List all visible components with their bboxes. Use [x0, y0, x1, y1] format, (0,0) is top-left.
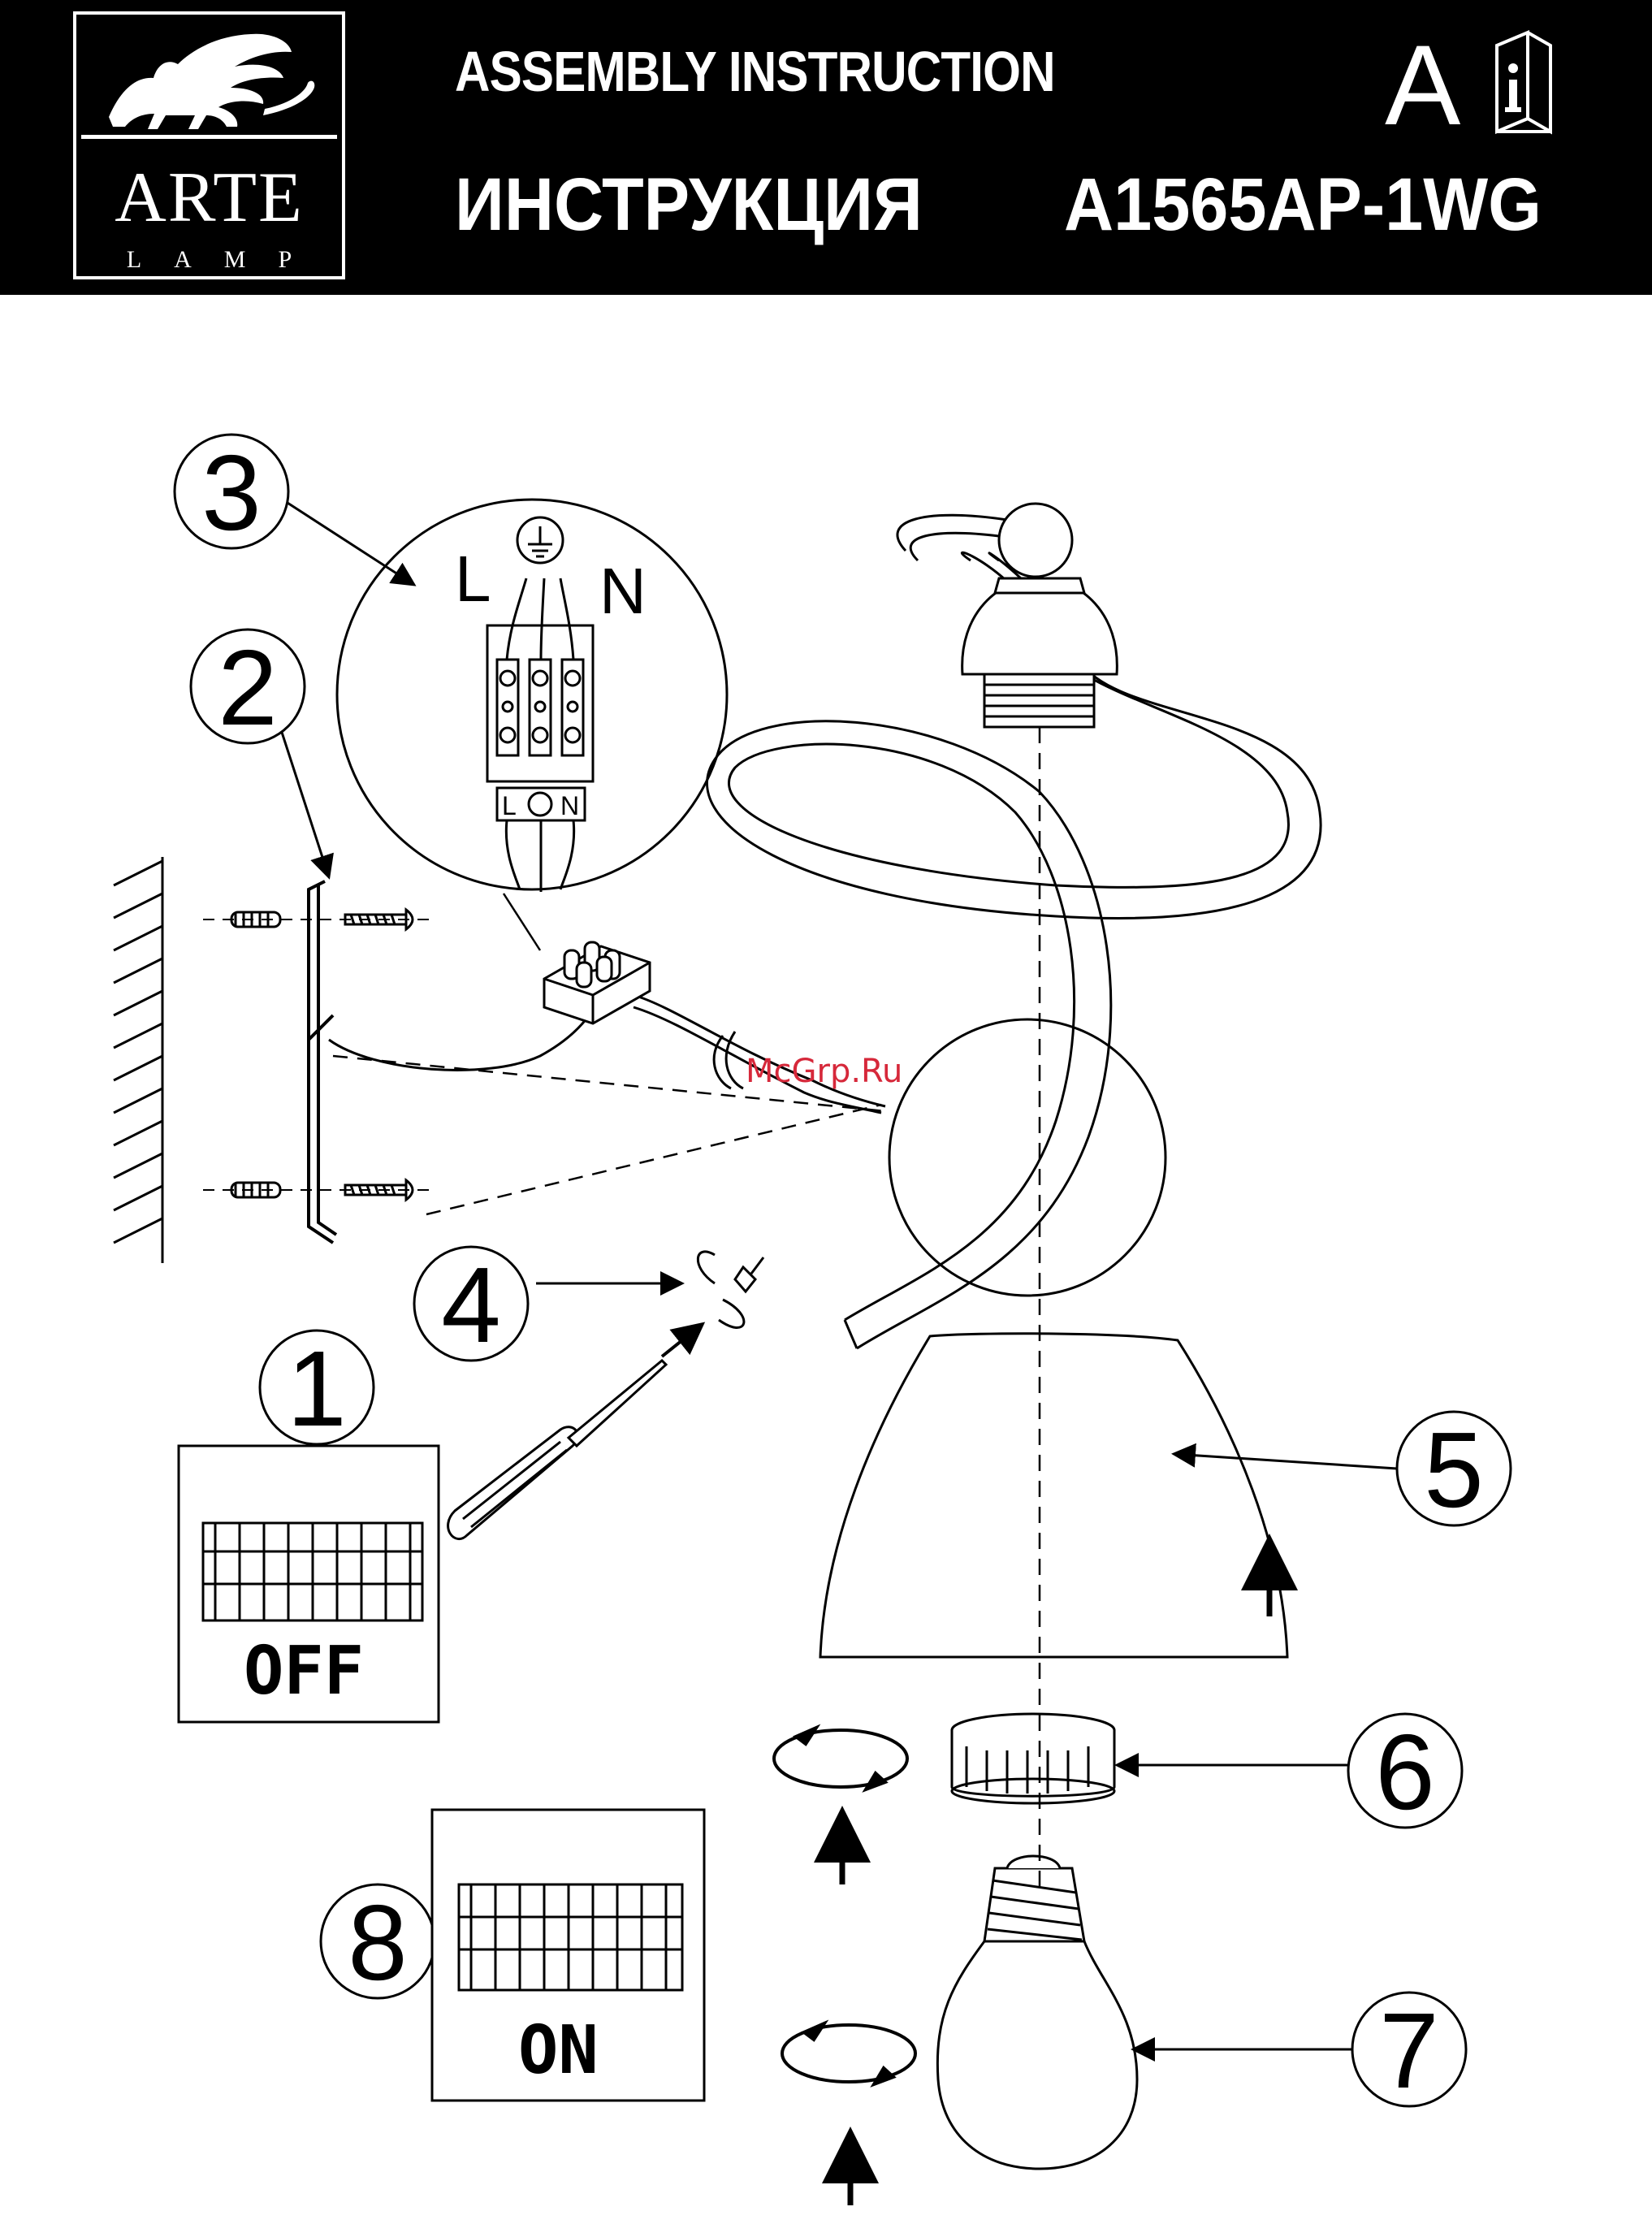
- step-number-5: 5: [1424, 1410, 1483, 1530]
- mounting-bracket: [309, 881, 336, 1243]
- step-number-7: 7: [1379, 1991, 1438, 2110]
- winged-lion-icon: [76, 19, 342, 158]
- step-number-6: 6: [1375, 1712, 1434, 1832]
- step-number-3: 3: [201, 433, 261, 552]
- logo-subbrand: LAMP: [76, 246, 358, 274]
- terminal-label-l: L: [502, 791, 517, 820]
- rotate-arrows: [774, 1728, 915, 2084]
- wall: [114, 857, 162, 1263]
- neutral-label: N: [599, 555, 647, 627]
- model-number: A1565AP-1WG: [1064, 162, 1542, 248]
- title-russian: ИНСТРУКЦИЯ: [455, 162, 923, 248]
- lamp-holder: [962, 504, 1118, 727]
- logo-brand: ARTE: [76, 157, 342, 239]
- dowels-and-screws: [231, 910, 413, 1200]
- arte-lamp-logo: ARTE LAMP: [73, 11, 345, 279]
- light-bulb: [937, 1856, 1137, 2169]
- screwdriver: [448, 1361, 666, 1539]
- step-number-8: 8: [348, 1883, 407, 2002]
- title-english: ASSEMBLY INSTRUCTION: [455, 39, 1055, 104]
- fixing-screw: [698, 1252, 763, 1328]
- watermark: McGrp.Ru: [746, 1053, 902, 1090]
- shade-ring: [952, 1714, 1114, 1803]
- step-number-4: 4: [441, 1245, 500, 1365]
- assembly-diagram: L N L N: [0, 295, 1652, 2224]
- step-number-1: 1: [287, 1329, 346, 1448]
- on-label: ON: [518, 2012, 599, 2089]
- terminal-label-n: N: [560, 791, 579, 820]
- info-letter: A: [1385, 19, 1460, 151]
- step-number-2: 2: [218, 628, 277, 747]
- off-label: OFF: [244, 1633, 364, 1710]
- instruction-book-icon: [1490, 29, 1555, 135]
- header-bar: ARTE LAMP ASSEMBLY INSTRUCTION ИНСТРУКЦИ…: [0, 0, 1652, 295]
- live-label: L: [455, 543, 491, 615]
- lamp-shade: [820, 1334, 1287, 1657]
- terminal-block-small: [544, 942, 650, 1023]
